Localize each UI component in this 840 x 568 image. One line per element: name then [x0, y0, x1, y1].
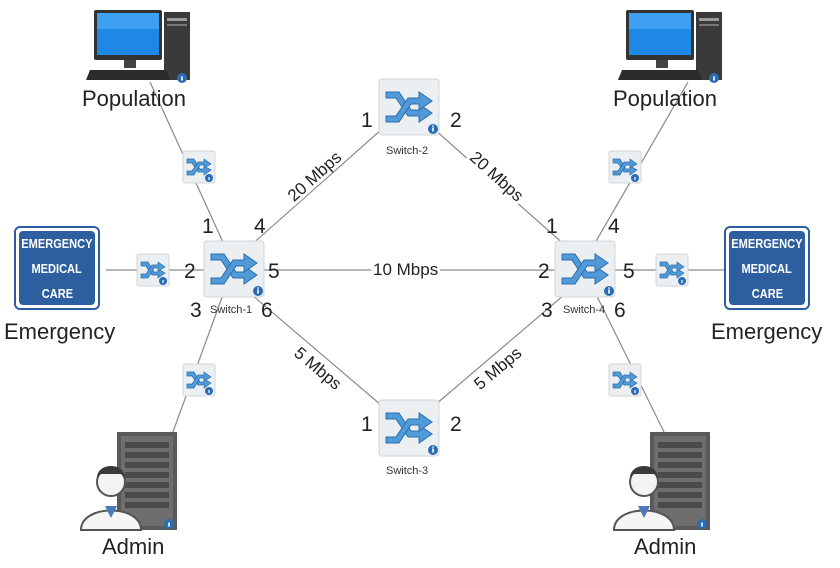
port-label-s1-6: 6	[261, 299, 273, 322]
port-label-s1-5: 5	[268, 260, 280, 283]
admin-server-icon-left	[80, 431, 178, 531]
admin-server-icon-right	[613, 431, 711, 531]
sign-line-3: CARE	[751, 285, 783, 301]
sign-line-1: EMERGENCY	[21, 235, 93, 251]
switch-1-icon	[203, 240, 265, 298]
sign-line-1: EMERGENCY	[731, 235, 803, 251]
wire-admin-left	[169, 269, 233, 441]
port-label-s3-2: 2	[450, 413, 462, 436]
port-label-s1-4: 4	[254, 215, 266, 238]
sign-line-2: MEDICAL	[31, 260, 83, 276]
switch-3-icon	[378, 399, 440, 457]
host-label-population-left: Population	[82, 86, 186, 111]
switch-4-label: Switch-4	[563, 304, 606, 316]
switch-2-icon	[378, 78, 440, 136]
mini-switch-icon-admin-left	[182, 363, 216, 397]
mini-switch-icon-em-left	[136, 253, 170, 287]
port-label-s1-3: 3	[190, 299, 202, 322]
host-label-population-right: Population	[613, 86, 717, 111]
host-label-admin-right: Admin	[634, 534, 697, 559]
pc-icon-right	[618, 10, 722, 83]
mini-switch-icon-pop-left	[182, 150, 216, 184]
port-label-s4-5: 5	[623, 260, 635, 283]
mini-switch-icon-admin-right	[608, 363, 642, 397]
port-label-s2-2: 2	[450, 109, 462, 132]
host-label-emergency-left: Emergency	[4, 319, 116, 344]
sign-line-2: MEDICAL	[741, 260, 793, 276]
port-label-s4-6: 6	[614, 299, 626, 322]
sign-line-3: CARE	[41, 285, 73, 301]
wire-admin-right	[583, 269, 669, 441]
emergency-sign-right: EMERGENCY MEDICAL CARE	[724, 226, 810, 310]
port-label-s4-4: 4	[608, 215, 620, 238]
port-label-s4-1: 1	[546, 215, 558, 238]
port-label-s4-3: 3	[541, 299, 553, 322]
mini-switch-icon-pop-right	[608, 150, 642, 184]
host-label-admin-left: Admin	[102, 534, 165, 559]
mini-switch-icon-em-right	[655, 253, 689, 287]
port-label-s1-1: 1	[202, 215, 214, 238]
host-label-emergency-right: Emergency	[711, 319, 823, 344]
port-label-s3-1: 1	[361, 413, 373, 436]
switch-4-icon	[554, 240, 616, 298]
pc-icon-left	[86, 10, 190, 83]
switch-2-label: Switch-2	[386, 145, 429, 157]
emergency-sign-left: EMERGENCY MEDICAL CARE	[14, 226, 100, 310]
switch-3-label: Switch-3	[386, 465, 429, 477]
port-label-s2-1: 1	[361, 109, 373, 132]
switch-1-label: Switch-1	[210, 304, 253, 316]
link-speed-s1-s4: 10 Mbps	[371, 260, 441, 279]
port-label-s4-2: 2	[538, 260, 550, 283]
port-label-s1-2: 2	[184, 260, 196, 283]
